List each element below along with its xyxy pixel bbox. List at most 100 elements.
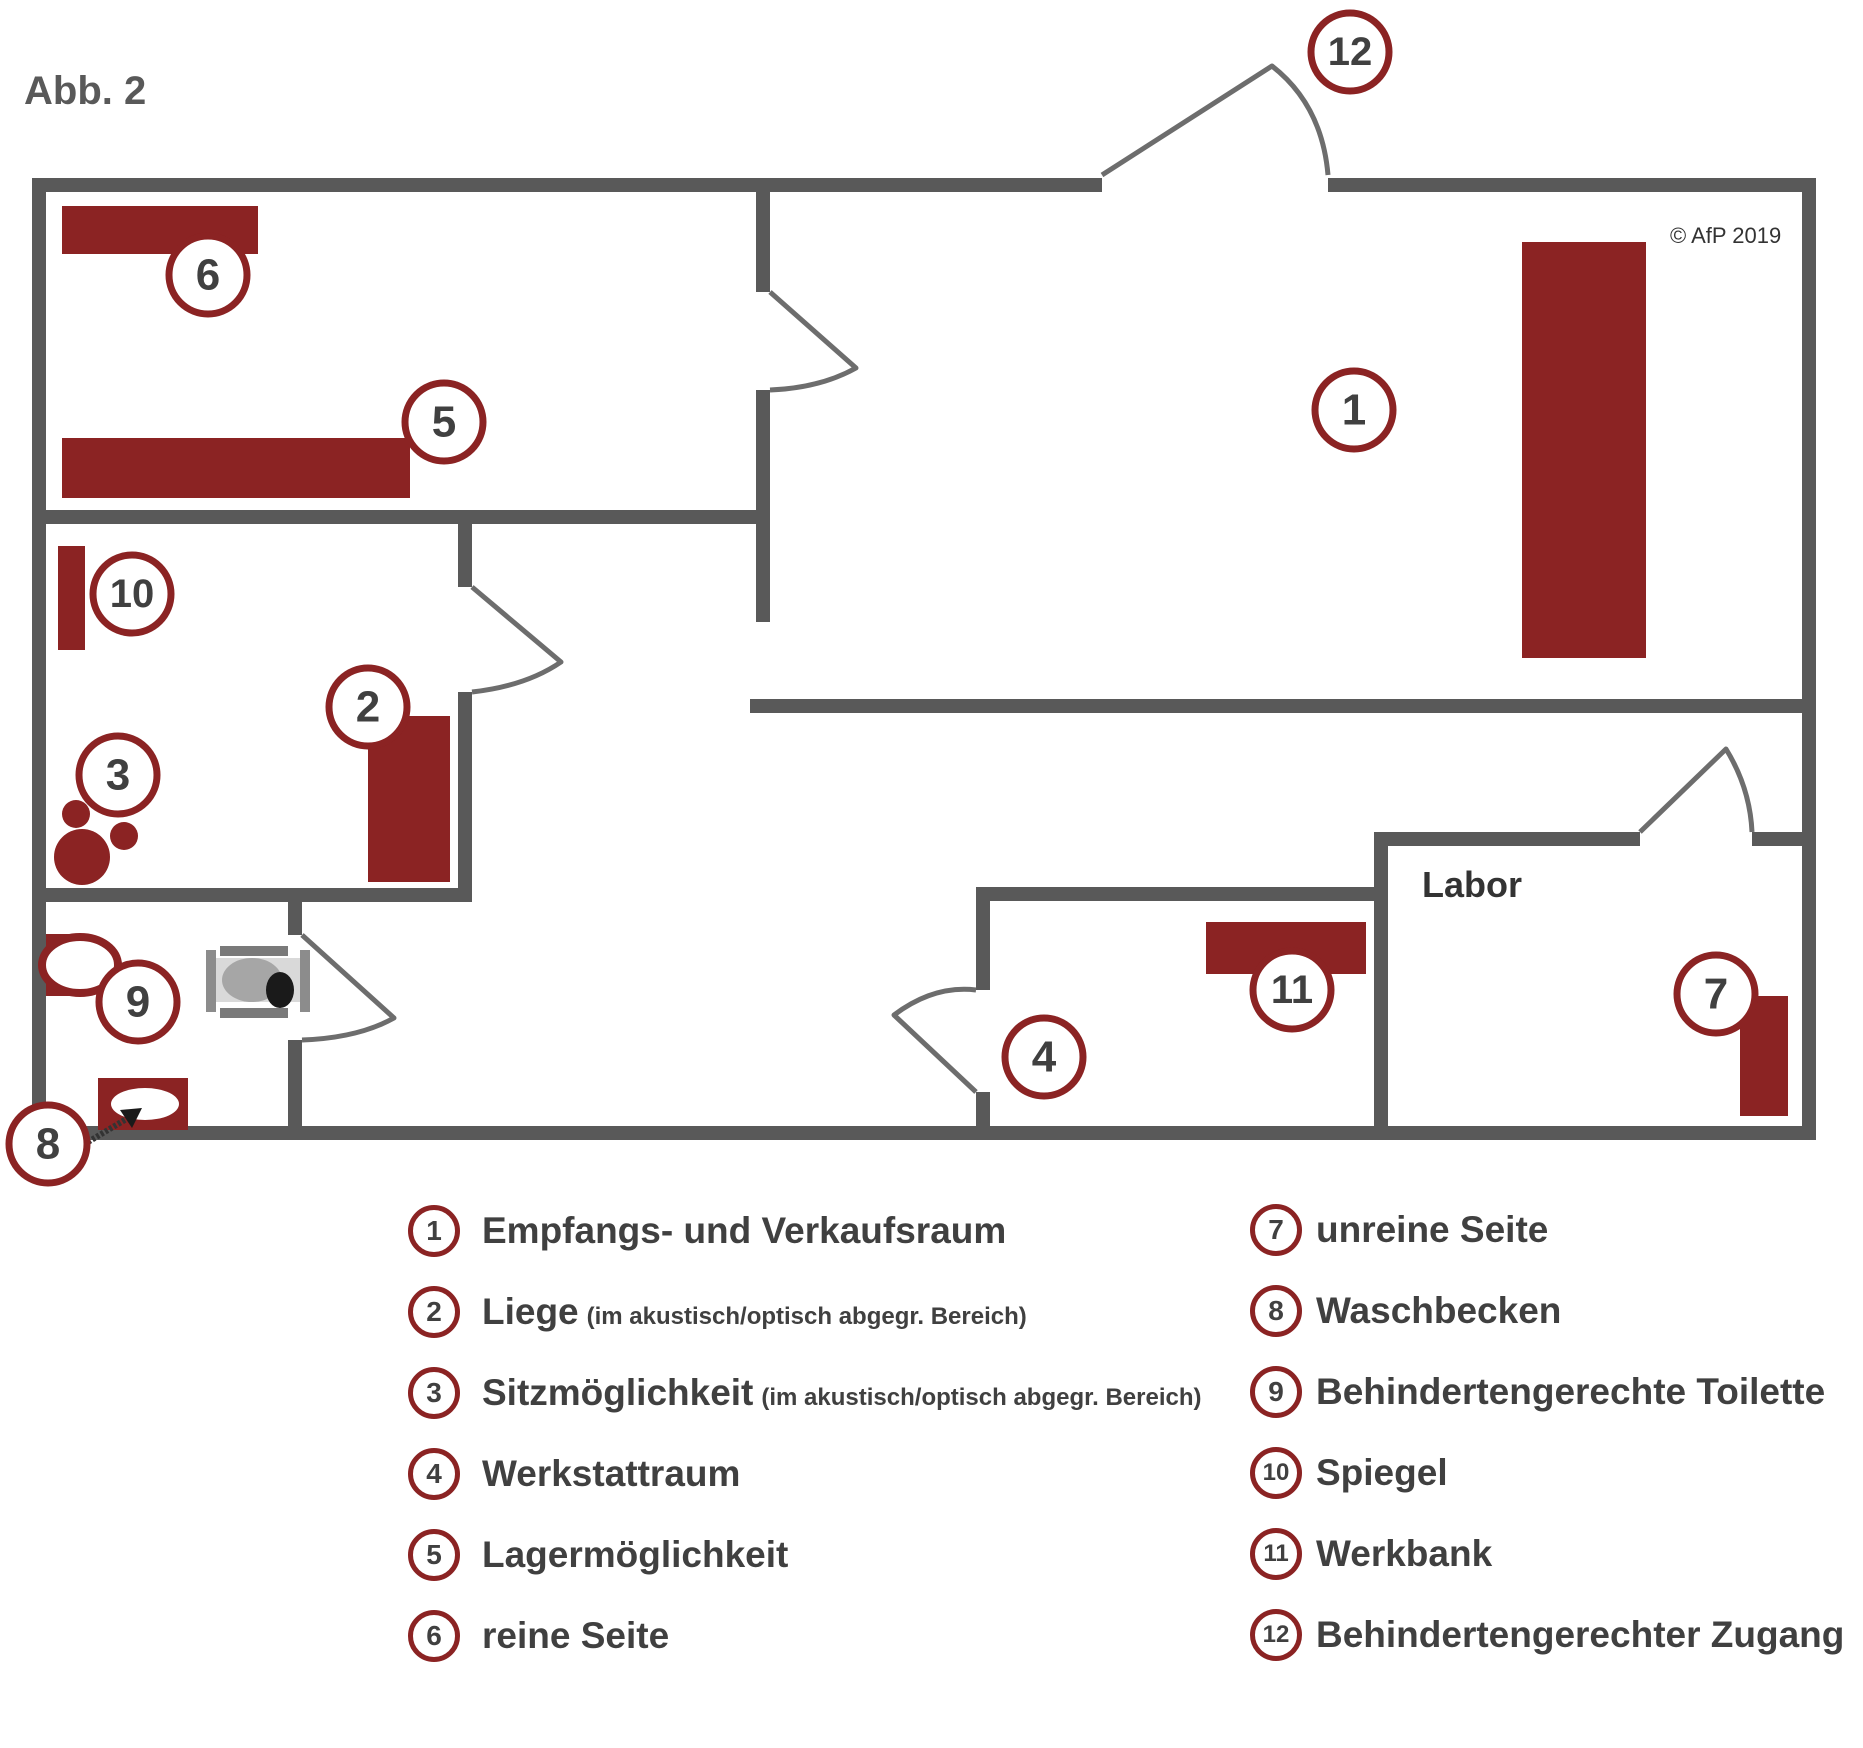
wall-workshop-left-lower bbox=[976, 1092, 990, 1132]
wall-rest-right-upper bbox=[458, 517, 472, 587]
legend-item: 11 Werkbank bbox=[1250, 1519, 1492, 1589]
mirror bbox=[58, 546, 85, 650]
legend-item: 1 Empfangs- und Verkaufsraum bbox=[408, 1196, 1006, 1266]
svg-text:2: 2 bbox=[356, 683, 380, 732]
wall-storage-bottom bbox=[32, 510, 770, 524]
svg-text:1: 1 bbox=[1342, 386, 1366, 435]
marker-2: 2 bbox=[325, 664, 411, 750]
legend-label: Werkstattraum bbox=[482, 1453, 741, 1494]
wall-lab-left bbox=[1374, 832, 1388, 1132]
svg-text:9: 9 bbox=[126, 978, 150, 1027]
legend-badge: 9 bbox=[1250, 1366, 1302, 1418]
marker-1: 1 bbox=[1311, 367, 1397, 453]
svg-text:12: 12 bbox=[1328, 30, 1373, 74]
legend-item: 9 Behindertengerechte Toilette bbox=[1250, 1357, 1825, 1427]
wall-top-left bbox=[32, 178, 1102, 192]
wheelchair-icon bbox=[206, 946, 310, 1018]
legend-badge: 12 bbox=[1250, 1609, 1302, 1661]
seat-large bbox=[54, 829, 110, 885]
marker-5: 5 bbox=[401, 379, 487, 465]
marker-4: 4 bbox=[1001, 1014, 1087, 1100]
legend-badge: 1 bbox=[408, 1205, 460, 1257]
legend-label: unreine Seite bbox=[1316, 1209, 1549, 1250]
wall-lab-top-right bbox=[1752, 832, 1812, 846]
wall-storage-right-upper bbox=[756, 185, 770, 292]
legend-badge: 4 bbox=[408, 1448, 460, 1500]
wall-storage-right-lower bbox=[756, 390, 770, 622]
wall-bottom bbox=[32, 1126, 1816, 1140]
svg-text:4: 4 bbox=[1032, 1033, 1057, 1082]
legend-badge: 10 bbox=[1250, 1447, 1302, 1499]
legend-label: Liege(im akustisch/optisch abgegr. Berei… bbox=[482, 1291, 1027, 1332]
furniture bbox=[38, 206, 1788, 1130]
wall-workshop-left-upper bbox=[976, 887, 990, 990]
marker-8: 8 bbox=[5, 1101, 91, 1187]
wall-lab-top-left bbox=[1374, 832, 1640, 846]
counter-sales bbox=[1522, 242, 1646, 658]
wall-right bbox=[1802, 178, 1816, 1140]
copyright-notice: © AfP 2019 bbox=[1670, 223, 1781, 248]
legend-item: 7 unreine Seite bbox=[1250, 1195, 1548, 1265]
legend-item: 3 Sitzmöglichkeit(im akustisch/optisch a… bbox=[408, 1358, 1202, 1428]
marker-11: 11 bbox=[1249, 947, 1335, 1033]
legend-label: Spiegel bbox=[1316, 1452, 1448, 1493]
seat-small-1 bbox=[62, 800, 90, 828]
legend-label: Empfangs- und Verkaufsraum bbox=[482, 1210, 1007, 1251]
svg-text:10: 10 bbox=[110, 572, 155, 616]
svg-text:6: 6 bbox=[196, 251, 220, 300]
legend-item: 8 Waschbecken bbox=[1250, 1276, 1561, 1346]
sink-basin bbox=[111, 1088, 179, 1120]
legend-label: Sitzmöglichkeit(im akustisch/optisch abg… bbox=[482, 1372, 1202, 1413]
legend-label: Waschbecken bbox=[1316, 1290, 1562, 1331]
legend-badge: 8 bbox=[1250, 1285, 1302, 1337]
legend-badge: 7 bbox=[1250, 1204, 1302, 1256]
legend-item: 6 reine Seite bbox=[408, 1601, 669, 1671]
walls bbox=[32, 178, 1816, 1140]
marker-9: 9 bbox=[95, 959, 181, 1045]
door-rest bbox=[470, 585, 564, 695]
legend-note: (im akustisch/optisch abgegr. Bereich) bbox=[761, 1384, 1202, 1411]
legend-badge: 2 bbox=[408, 1286, 460, 1338]
wall-toilet-right-lower bbox=[288, 1040, 302, 1132]
wall-rest-bottom bbox=[32, 888, 472, 902]
arrow-icon bbox=[86, 1108, 142, 1145]
door-lab bbox=[1638, 746, 1755, 834]
figure-title: Abb. 2 bbox=[24, 69, 146, 113]
door-storage bbox=[768, 290, 859, 393]
legend-label: Behindertengerechter Zugang bbox=[1316, 1614, 1845, 1655]
wall-top-right bbox=[1328, 178, 1816, 192]
wall-workshop-top bbox=[976, 887, 1388, 901]
room-label-labor: Labor bbox=[1422, 864, 1522, 905]
doors bbox=[300, 63, 1755, 1094]
marker-12: 12 bbox=[1307, 9, 1393, 95]
legend-badge: 11 bbox=[1250, 1528, 1302, 1580]
marker-6: 6 bbox=[165, 232, 251, 318]
legend-label: Lagermöglichkeit bbox=[482, 1534, 789, 1575]
marker-3: 3 bbox=[75, 732, 161, 818]
legend-label: Werkbank bbox=[1316, 1533, 1493, 1574]
door-toilet bbox=[300, 933, 397, 1043]
door-entrance bbox=[1100, 63, 1331, 178]
legend-badge: 3 bbox=[408, 1367, 460, 1419]
legend-item: 2 Liege(im akustisch/optisch abgegr. Ber… bbox=[408, 1277, 1027, 1347]
svg-text:7: 7 bbox=[1704, 970, 1728, 1019]
shelf-storage bbox=[62, 438, 410, 498]
wall-toilet-right-upper bbox=[288, 895, 302, 935]
wall-left bbox=[32, 178, 46, 1140]
wall-rest-right-lower bbox=[458, 692, 472, 895]
legend-label: reine Seite bbox=[482, 1615, 670, 1656]
door-workshop bbox=[891, 986, 978, 1094]
svg-text:3: 3 bbox=[106, 751, 130, 800]
legend-label: Behindertengerechte Toilette bbox=[1316, 1371, 1826, 1412]
svg-text:11: 11 bbox=[1271, 968, 1313, 1012]
legend-badge: 5 bbox=[408, 1529, 460, 1581]
legend-note: (im akustisch/optisch abgegr. Bereich) bbox=[586, 1303, 1027, 1330]
svg-text:5: 5 bbox=[432, 398, 456, 447]
seat-small-2 bbox=[110, 822, 138, 850]
legend-item: 5 Lagermöglichkeit bbox=[408, 1520, 788, 1590]
legend-item: 10 Spiegel bbox=[1250, 1438, 1448, 1508]
marker-10: 10 bbox=[89, 551, 175, 637]
legend-badge: 6 bbox=[408, 1610, 460, 1662]
marker-7: 7 bbox=[1673, 951, 1759, 1037]
